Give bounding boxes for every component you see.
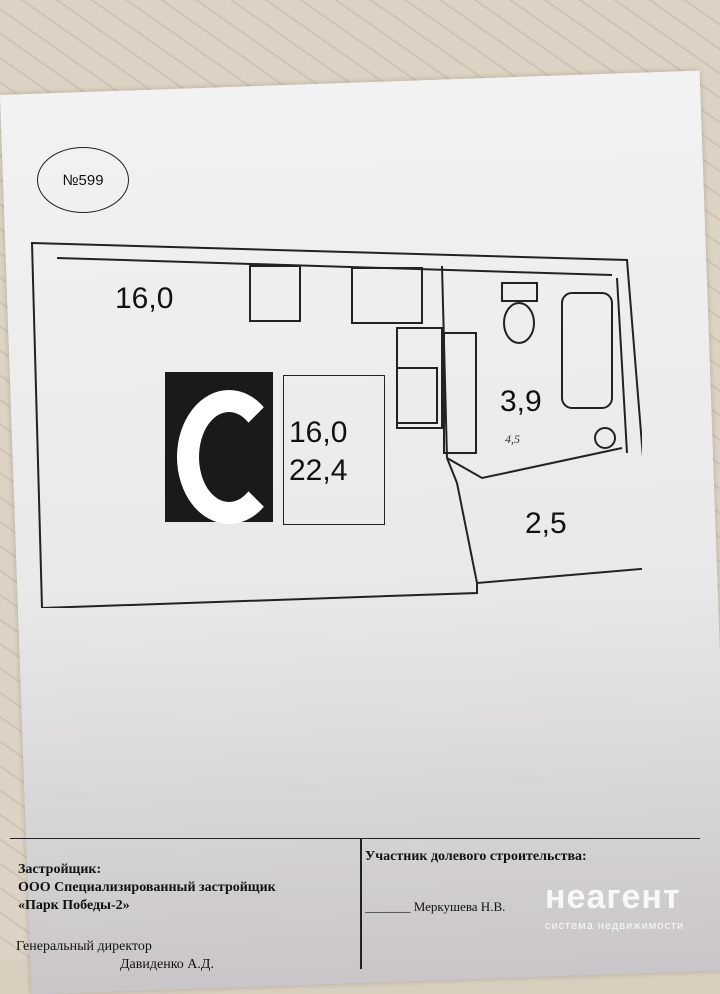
washbasin-icon — [594, 427, 616, 449]
director-title: Генеральный директор — [16, 939, 152, 954]
stove-icon — [249, 265, 301, 322]
letter-c-icon — [177, 390, 281, 524]
participant-name: Меркушева Н.В. — [413, 899, 506, 914]
bathtub-icon — [561, 292, 613, 409]
bathroom-area: 3,9 — [500, 385, 542, 418]
oven-icon — [396, 367, 438, 424]
handwritten-note: 4,5 — [505, 432, 520, 446]
studio-logo — [165, 372, 281, 524]
toilet-icon — [503, 302, 535, 344]
developer-label: Застройщик: — [18, 862, 102, 877]
director-name: Давиденко А.Д. — [120, 957, 214, 972]
watermark-tagline: система недвижимости — [545, 920, 685, 932]
area-summary: 16,0 22,4 — [283, 375, 385, 525]
sink-icon — [351, 267, 423, 324]
total-area: 22,4 — [289, 454, 348, 487]
watermark-brand: неагент — [545, 878, 681, 916]
hall-area: 2,5 — [525, 507, 567, 540]
floor-plan — [30, 241, 642, 608]
developer-name: ООО Специализированный застройщик — [18, 880, 276, 895]
divider — [360, 839, 362, 969]
living-area: 16,0 — [289, 416, 348, 449]
participant-signature: _______ Меркушева Н.В. — [365, 899, 506, 914]
participant-label: Участник долевого строительства: — [365, 849, 587, 864]
plan-number: №599 — [37, 147, 129, 213]
main-room-area: 16,0 — [115, 282, 174, 315]
developer-project: «Парк Победы-2» — [18, 898, 130, 913]
bathroom-wall — [441, 265, 478, 584]
